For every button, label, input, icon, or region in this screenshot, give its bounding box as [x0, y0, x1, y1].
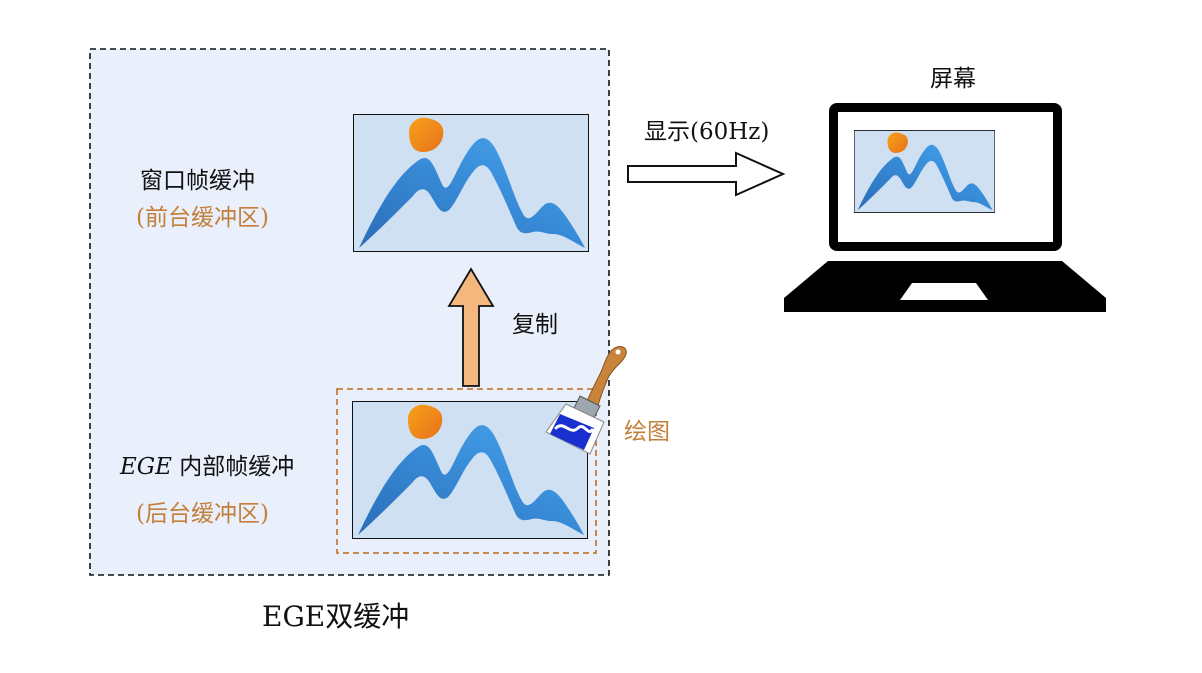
back-buffer-frame	[336, 388, 597, 554]
paintbrush-icon	[545, 346, 627, 455]
copy-arrow	[447, 267, 495, 387]
ege-buffer-subtitle: (后台缓冲区)	[136, 501, 269, 527]
draw-label: 绘图	[624, 419, 670, 445]
back-buffer-image	[352, 401, 588, 539]
diagram-caption: EGE双缓冲	[262, 600, 410, 633]
screen-image	[854, 130, 995, 213]
ege-buffer-title: EGE 内部帧缓冲	[120, 456, 294, 479]
display-label: 显示(60Hz)	[644, 119, 770, 145]
front-buffer-image	[353, 114, 589, 252]
screen-label: 屏幕	[930, 66, 976, 92]
display-arrow	[627, 151, 786, 197]
ege-buffer-title-rest: 内部帧缓冲	[171, 454, 295, 480]
ege-buffer-title-italic: EGE	[120, 454, 172, 480]
window-buffer-title: 窗口帧缓冲	[140, 168, 255, 194]
window-buffer-subtitle: (前台缓冲区)	[136, 205, 269, 231]
copy-label: 复制	[512, 312, 558, 338]
